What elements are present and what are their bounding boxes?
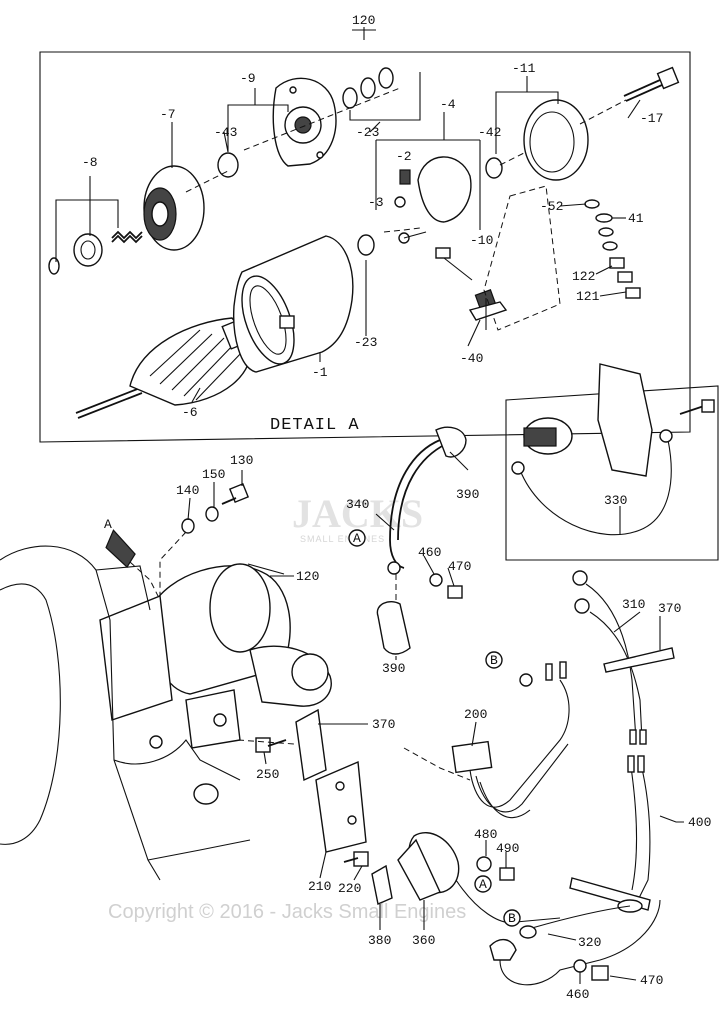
callout-8: -8 [82,155,98,170]
arrow-a-label: A [104,517,112,532]
callout-390-top: 390 [456,487,479,502]
detail-title: DETAIL A [270,416,360,435]
battery-cable [376,426,467,655]
watermark-logo: JACKS [292,491,423,536]
callout-320: 320 [578,935,601,950]
solenoid-bracket-210 [237,708,369,867]
callout-11: -11 [512,61,536,76]
callout-340: 340 [346,497,369,512]
callout-460-top: 460 [418,545,441,560]
rear-cover-part [485,76,589,181]
callout-480: 480 [474,827,497,842]
marker-a-1: A [353,531,361,546]
callout-130: 130 [230,453,253,468]
callout-470-bottom: 470 [640,973,663,988]
yoke-part [233,235,354,373]
callout-17: -17 [640,111,663,126]
callout-140: 140 [176,483,199,498]
callout-150: 150 [202,467,225,482]
callout-121: 121 [576,289,600,304]
callout-9: -9 [240,71,256,86]
callout-400: 400 [688,815,711,830]
wire-harness-310 [572,570,675,745]
callout-40: -40 [460,351,483,366]
callout-120-top: 120 [352,13,375,28]
callout-43: -43 [214,125,237,140]
starter-motor-assembly [99,563,332,749]
relay-200 [403,661,570,819]
callout-390-bottom: 390 [382,661,405,676]
callout-460-bottom: 460 [566,987,589,1002]
watermark-logo-sub: SMALL ENGINES [300,534,385,544]
callout-23-top: -23 [356,125,379,140]
detail-a-frame: DETAIL A [39,27,691,443]
nut-490 [499,867,515,881]
washer-480 [476,856,492,872]
drive-housing-part [217,77,337,178]
callout-220: 220 [338,881,361,896]
pinion-clutch-part [143,165,205,251]
callout-10: -10 [470,233,493,248]
callout-23-bottom: -23 [354,335,377,350]
connection-markers: A A B B [348,529,521,927]
watermark: JACKS SMALL ENGINES Copyright © 2016 - J… [108,491,466,923]
callout-4: -4 [440,97,456,112]
callout-370-right: 370 [658,601,681,616]
callout-380: 380 [368,933,391,948]
callout-120-main: 120 [296,569,319,584]
callout-470-top: 470 [448,559,471,574]
key-switch-inset [505,363,719,561]
callout-labels: 120 -9 -7 -43 -23 -4 -11 -17 -42 -8 -2 -… [82,13,711,1002]
terminal-hardware-stack [584,199,641,299]
marker-a-2: A [479,877,487,892]
callout-3: -3 [368,195,384,210]
callout-200: 200 [464,707,487,722]
callout-41: 41 [628,211,644,226]
callout-360: 360 [412,933,435,948]
marker-b-2: B [508,911,516,926]
callout-6: -6 [182,405,198,420]
leader-lines [171,29,684,984]
callout-210: 210 [308,879,331,894]
callout-250: 250 [256,767,279,782]
callout-370-center: 370 [372,717,395,732]
watermark-copyright: Copyright © 2016 - Jacks Small Engines [108,901,466,923]
callout-7: -7 [160,107,176,122]
spring-collar-ring-part [48,176,143,275]
callout-42: -42 [478,125,501,140]
mount-bolt-hardware [159,482,250,600]
callout-52: -52 [540,199,563,214]
engine-housing [0,545,251,881]
thrust-washers-part [342,67,421,121]
marker-b-1: B [490,653,498,668]
callout-490: 490 [496,841,519,856]
safety-solenoid-360 [371,832,561,924]
callout-2: -2 [396,149,412,164]
brush-plate-part [468,185,561,331]
brush-holder-part [357,139,498,313]
callout-1: -1 [312,365,328,380]
callout-122: 122 [572,269,595,284]
callout-310: 310 [622,597,645,612]
view-arrow-a: A [104,517,161,601]
through-bolt-part [623,66,680,102]
callout-330: 330 [604,493,627,508]
wire-harness-400 [489,755,661,986]
